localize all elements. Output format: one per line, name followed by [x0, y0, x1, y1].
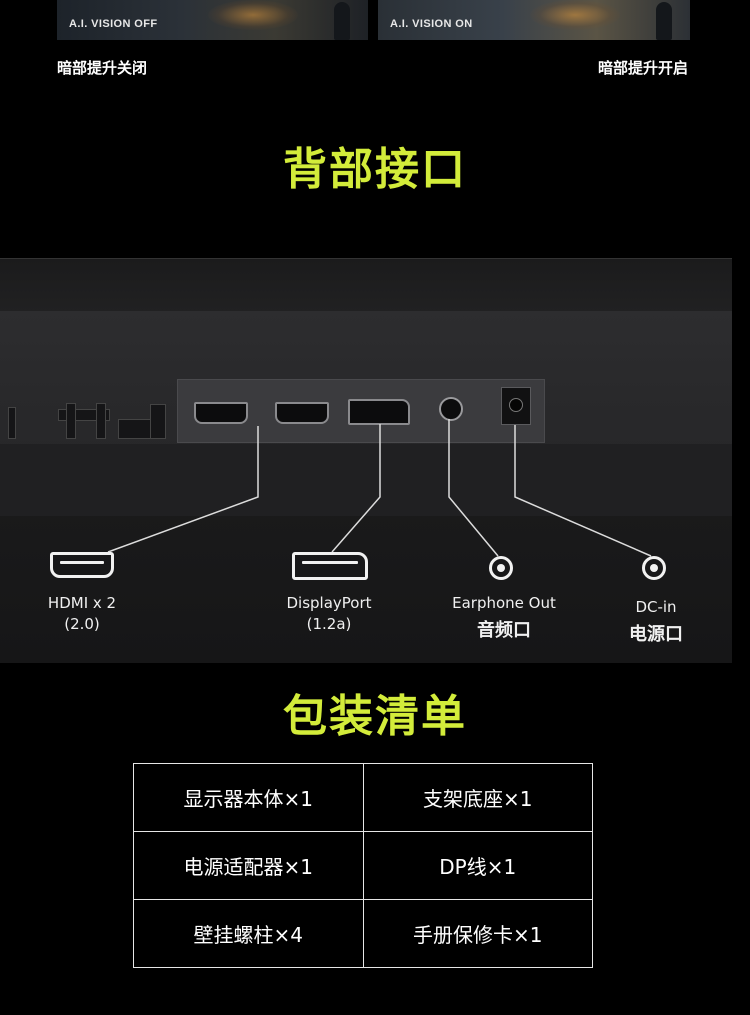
port-leader-lines [107, 419, 652, 557]
bracket-tab [66, 403, 76, 439]
earphone-port-name: Earphone Out [452, 594, 556, 612]
hdmi-port-name: HDMI x 2 [47, 594, 117, 612]
dc-power-icon [642, 556, 666, 580]
package-item: 壁挂螺柱×4 [133, 899, 364, 968]
dc-in-jack [501, 387, 531, 425]
rear-ports-panel: HDMI x 2 (2.0) DisplayPort (1.2a) Earpho… [0, 258, 732, 663]
ai-vision-on-image: A.I. VISION ON [378, 0, 690, 40]
dc-port-label: DC-in 电源口 [604, 597, 708, 645]
package-item: 电源适配器×1 [133, 831, 364, 900]
scene-character-silhouette [334, 2, 350, 40]
ai-vision-on-badge: A.I. VISION ON [390, 18, 473, 30]
displayport-version: (1.2a) [306, 615, 352, 633]
dc-in-hole [509, 398, 523, 412]
ai-vision-comparison: A.I. VISION OFF A.I. VISION ON 暗部提升关闭 暗部… [0, 0, 750, 90]
displayport-port [348, 399, 410, 425]
displayport-label: DisplayPort (1.2a) [262, 593, 396, 635]
stand-mount-bracket [0, 399, 175, 439]
scene-light-glow [208, 0, 298, 30]
earphone-port-label: Earphone Out 音频口 [436, 593, 572, 641]
bracket-tab [96, 403, 106, 439]
dc-leader-line [514, 425, 652, 557]
audio-jack-icon [489, 556, 513, 580]
hdmi-port-1 [194, 402, 248, 424]
scene-character-silhouette [656, 2, 672, 40]
package-item: 手册保修卡×1 [362, 899, 593, 968]
ai-vision-off-badge: A.I. VISION OFF [69, 18, 158, 30]
hdmi-port-version: (2.0) [64, 615, 100, 633]
package-contents-title: 包装清单 [283, 691, 467, 742]
bracket-tab [8, 407, 16, 439]
table-row: 电源适配器×1 DP线×1 [133, 831, 593, 900]
dc-port-name: DC-in [635, 598, 677, 616]
package-item: 支架底座×1 [362, 763, 593, 832]
audio-leader-line [448, 419, 499, 557]
package-item: 显示器本体×1 [133, 763, 364, 832]
ai-vision-off-image: A.I. VISION OFF [57, 0, 368, 40]
table-row: 壁挂螺柱×4 手册保修卡×1 [133, 899, 593, 968]
package-item: DP线×1 [362, 831, 593, 900]
dc-port-cn-name: 电源口 [629, 624, 683, 645]
package-contents-table: 显示器本体×1 支架底座×1 电源适配器×1 DP线×1 壁挂螺柱×4 手册保修… [133, 763, 593, 968]
rear-ports-title: 背部接口 [283, 144, 467, 195]
bracket-tab [150, 404, 166, 439]
dark-boost-on-caption: 暗部提升开启 [597, 59, 688, 77]
hdmi-leader-line [107, 426, 259, 553]
earphone-jack [439, 397, 463, 421]
monitor-rear-lower [0, 444, 732, 516]
hdmi-port-icon [50, 552, 114, 578]
earphone-port-cn-name: 音频口 [477, 620, 531, 641]
table-row: 显示器本体×1 支架底座×1 [133, 763, 593, 832]
dp-leader-line [331, 424, 381, 553]
hdmi-port-2 [275, 402, 329, 424]
displayport-icon [292, 552, 368, 580]
displayport-name: DisplayPort [286, 594, 372, 612]
scene-light-glow [530, 0, 620, 30]
hdmi-port-label: HDMI x 2 (2.0) [30, 593, 134, 635]
dark-boost-off-caption: 暗部提升关闭 [57, 59, 148, 77]
